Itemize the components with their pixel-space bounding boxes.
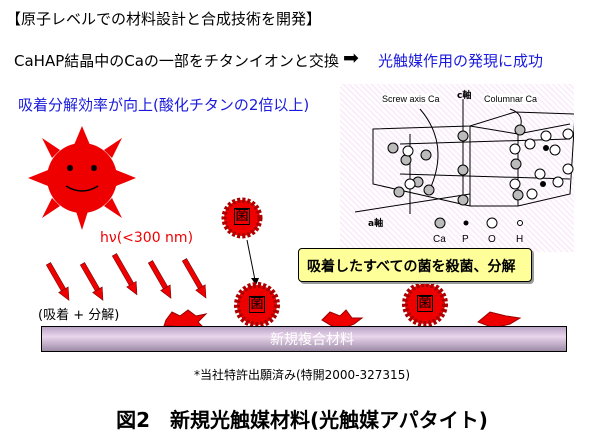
- a-axis-label: a軸: [368, 219, 384, 229]
- callout-box: 吸着したすべての菌を殺菌、分解: [298, 248, 532, 282]
- adsorb-decompose-label: (吸着 + 分解): [38, 308, 120, 323]
- right-arrow-icon: ➡: [343, 47, 359, 69]
- bacteria-icon: [402, 281, 448, 327]
- material-label: 新規複合材料: [270, 332, 354, 348]
- patent-note: *当社特許出願済み(特開2000-327315): [193, 368, 411, 382]
- crystal-structure-diagram: Screw axis Ca c軸 Columnar Ca a軸 Ca P O H: [340, 84, 574, 252]
- callout-text: 吸着したすべての菌を殺菌、分解: [307, 259, 516, 275]
- sun-icon: [28, 126, 136, 230]
- bacteria-icon: [221, 197, 263, 239]
- bacteria-label: 菌: [234, 208, 250, 225]
- legend-p: P: [462, 234, 469, 245]
- c-axis-label: c軸: [457, 91, 472, 101]
- result-text: 光触媒作用の発現に成功: [378, 52, 544, 70]
- heading: 【原子レベルでの材料設計と合成技術を開発】: [6, 10, 322, 28]
- exchange-text: CaHAP結晶中のCaの一部をチタンイオンと交換: [14, 52, 339, 70]
- legend-h: H: [516, 234, 524, 245]
- efficiency-text: 吸着分解効率が向上(酸化チタンの2倍以上): [18, 96, 310, 114]
- crystal-lattice-icon: [354, 99, 574, 229]
- screw-axis-label: Screw axis Ca: [382, 94, 440, 104]
- light-wavelength-label: hν(<300 nm): [100, 230, 194, 246]
- legend-o: O: [488, 234, 496, 245]
- bacteria-label: 菌: [249, 296, 265, 313]
- figure-caption: 図2 新規光触媒材料(光触媒アパタイト): [116, 408, 488, 432]
- bacteria-icon: [234, 282, 280, 328]
- material-bar: 新規複合材料: [41, 326, 567, 352]
- columnar-label: Columnar Ca: [484, 94, 538, 104]
- light-ray-arrows: [45, 253, 207, 301]
- bacteria-label: 菌: [417, 295, 433, 312]
- arrow-line: [246, 239, 256, 281]
- legend-ca: Ca: [433, 234, 446, 245]
